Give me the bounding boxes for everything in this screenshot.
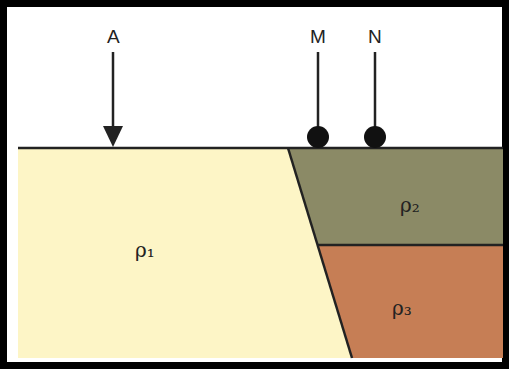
electrode-a-arrowhead (103, 126, 123, 147)
electrode-m-dot (307, 126, 329, 148)
electrode-label: A (107, 27, 120, 46)
electrode-a-line (112, 52, 115, 128)
layer-rho1-region: ρ₁ (131, 237, 159, 263)
electrode-n-line (374, 52, 377, 130)
ground-surface (18, 147, 503, 150)
electrode-m-line (317, 52, 320, 130)
resistivity-label: ρ₁ (135, 239, 155, 261)
electrode-n-dot (364, 126, 386, 148)
layer-rho3-region: ρ₃ (388, 295, 416, 321)
fault-boundary (288, 148, 352, 358)
background (7, 7, 502, 362)
electrode-label: N (368, 27, 382, 46)
resistivity-label: ρ₃ (392, 297, 412, 319)
resistivity-label: ρ₂ (400, 194, 420, 216)
electrode-label: M (310, 27, 326, 46)
layer-rho2-region: ρ₂ (396, 192, 424, 218)
layer-boundary (318, 244, 503, 247)
layer-rho2 (288, 148, 503, 245)
